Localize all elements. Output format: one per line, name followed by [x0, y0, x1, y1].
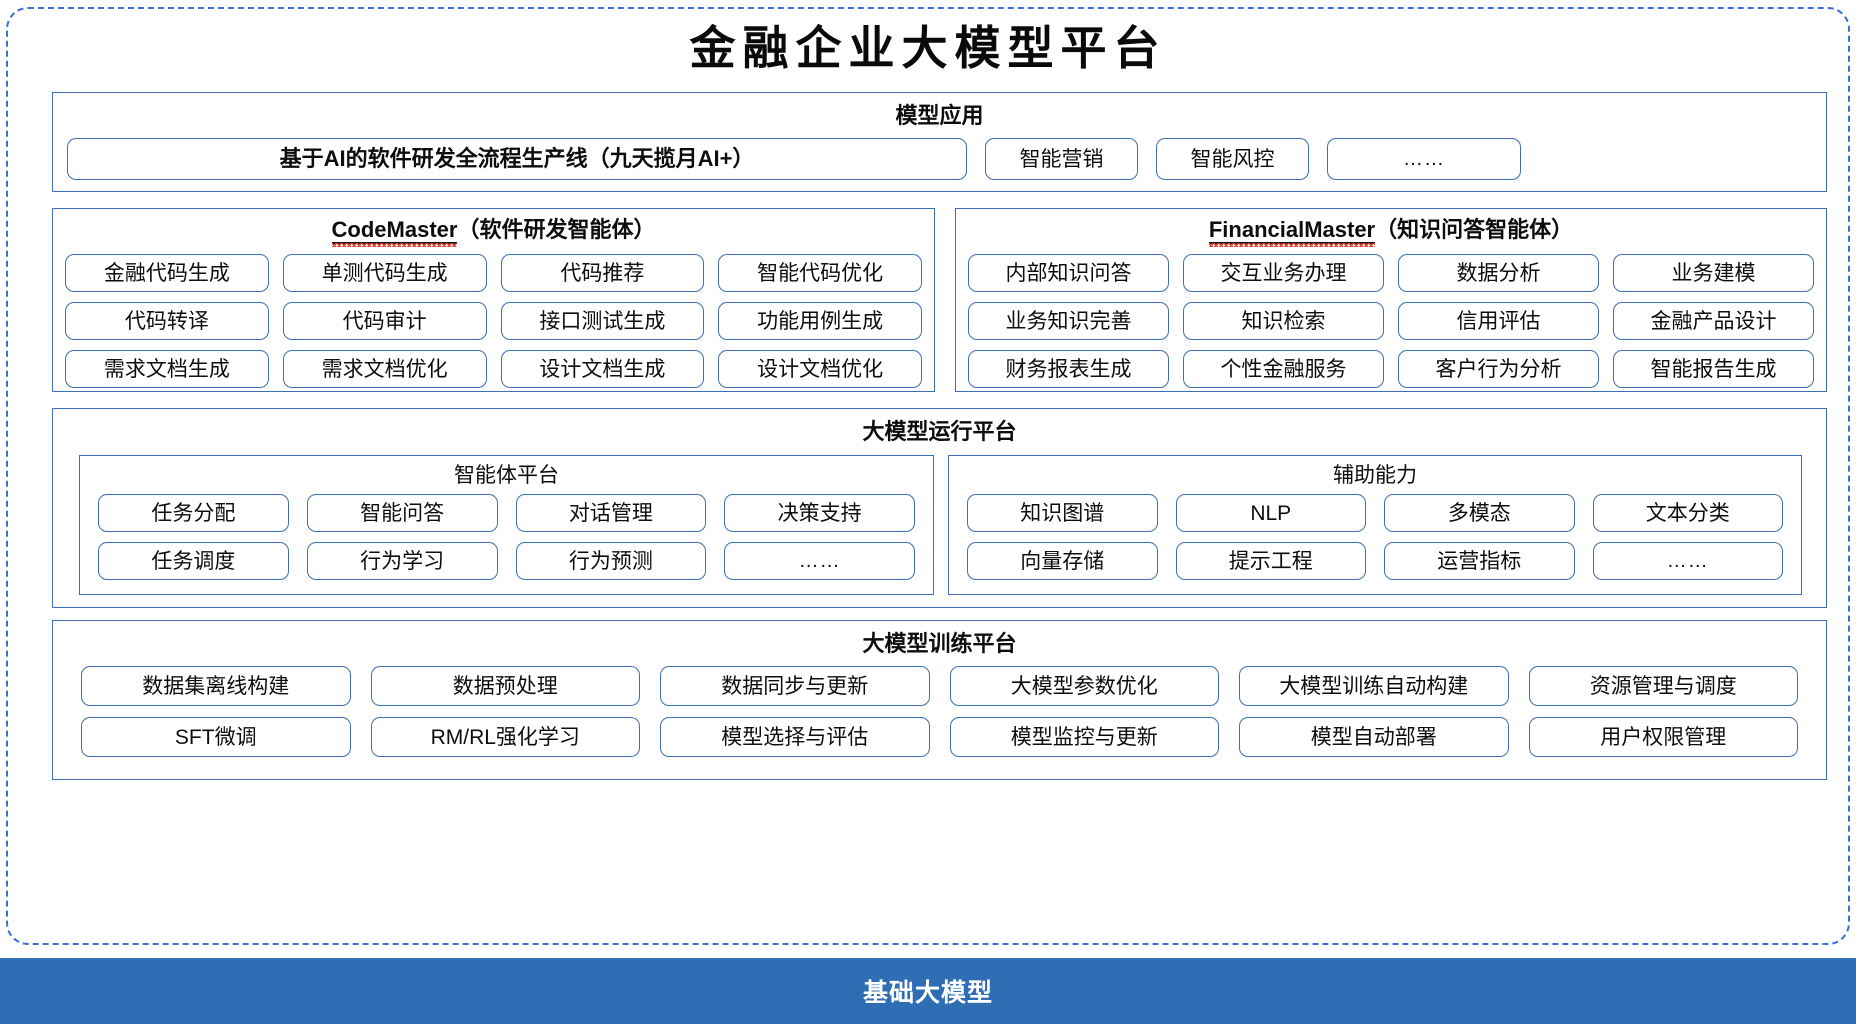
- chip-financial-master-3[interactable]: 业务建模: [1613, 254, 1814, 292]
- financial-master-grid: 内部知识问答 交互业务办理 数据分析 业务建模 业务知识完善 知识检索 信用评估…: [968, 254, 1814, 388]
- chip-agent-platform-2[interactable]: 对话管理: [515, 494, 707, 532]
- chip-training-5[interactable]: 资源管理与调度: [1528, 666, 1798, 706]
- chip-auxiliary-5[interactable]: 提示工程: [1175, 542, 1366, 580]
- chip-training-10[interactable]: 模型自动部署: [1239, 717, 1509, 757]
- chip-auxiliary-2[interactable]: 多模态: [1384, 494, 1575, 532]
- chip-training-7[interactable]: RM/RL强化学习: [370, 717, 640, 757]
- chip-financial-master-6[interactable]: 信用评估: [1398, 302, 1599, 340]
- subsection-title-auxiliary-capability: 辅助能力: [1333, 464, 1417, 487]
- financial-master-name: FinancialMaster: [1208, 217, 1376, 247]
- chip-financial-master-5[interactable]: 知识检索: [1183, 302, 1384, 340]
- chip-training-2[interactable]: 数据同步与更新: [660, 666, 930, 706]
- chip-agent-platform-5[interactable]: 行为学习: [306, 542, 498, 580]
- chip-financial-master-9[interactable]: 个性金融服务: [1183, 350, 1384, 388]
- chip-code-master-3[interactable]: 智能代码优化: [718, 254, 922, 292]
- section-title-model-application: 模型应用: [895, 103, 984, 128]
- subsection-auxiliary-capability: 辅助能力 知识图谱 NLP 多模态 文本分类 向量存储 提示工程 运营指标 ……: [948, 455, 1802, 595]
- code-master-suffix: （软件研发智能体）: [457, 217, 656, 242]
- chip-training-6[interactable]: SFT微调: [81, 717, 351, 757]
- chip-auxiliary-4[interactable]: 向量存储: [967, 542, 1158, 580]
- section-title-training-platform: 大模型训练平台: [862, 631, 1017, 656]
- chip-auxiliary-0[interactable]: 知识图谱: [967, 494, 1158, 532]
- chip-ai-software-pipeline[interactable]: 基于AI的软件研发全流程生产线（九天揽月AI+）: [67, 138, 967, 180]
- chip-agent-platform-1[interactable]: 智能问答: [306, 494, 498, 532]
- section-model-application: 模型应用 基于AI的软件研发全流程生产线（九天揽月AI+） 智能营销 智能风控 …: [52, 92, 1827, 192]
- chip-code-master-9[interactable]: 需求文档优化: [282, 350, 487, 388]
- ellipsis-label: ……: [798, 550, 841, 572]
- model-application-item-row: 基于AI的软件研发全流程生产线（九天揽月AI+） 智能营销 智能风控 ……: [67, 138, 1812, 180]
- chip-auxiliary-1[interactable]: NLP: [1175, 494, 1366, 532]
- chip-training-8[interactable]: 模型选择与评估: [660, 717, 930, 757]
- chip-code-master-8[interactable]: 需求文档生成: [65, 350, 269, 388]
- chip-financial-master-1[interactable]: 交互业务办理: [1183, 254, 1384, 292]
- chip-agent-platform-6[interactable]: 行为预测: [515, 542, 707, 580]
- section-title-financial-master: FinancialMaster（知识问答智能体）: [956, 217, 1826, 247]
- code-master-name: CodeMaster: [331, 217, 458, 247]
- chip-code-master-6[interactable]: 接口测试生成: [500, 302, 705, 340]
- chip-auxiliary-3[interactable]: 文本分类: [1592, 494, 1783, 532]
- section-title-code-master: CodeMaster（软件研发智能体）: [53, 217, 934, 247]
- chip-smart-marketing[interactable]: 智能营销: [985, 138, 1138, 180]
- chip-code-master-7[interactable]: 功能用例生成: [718, 302, 922, 340]
- subsection-title-agent-platform: 智能体平台: [454, 464, 559, 487]
- chip-smart-risk-control[interactable]: 智能风控: [1156, 138, 1309, 180]
- section-title-runtime-platform: 大模型运行平台: [862, 419, 1017, 444]
- chip-code-master-0[interactable]: 金融代码生成: [65, 254, 269, 292]
- section-financial-master: FinancialMaster（知识问答智能体） 内部知识问答 交互业务办理 数…: [955, 208, 1827, 392]
- chip-agent-platform-0[interactable]: 任务分配: [98, 494, 289, 532]
- agent-platform-grid: 任务分配 智能问答 对话管理 决策支持 任务调度 行为学习 行为预测 ……: [98, 494, 915, 580]
- chip-training-0[interactable]: 数据集离线构建: [81, 666, 351, 706]
- chip-code-master-4[interactable]: 代码转译: [65, 302, 269, 340]
- chip-financial-master-4[interactable]: 业务知识完善: [968, 302, 1169, 340]
- chip-training-4[interactable]: 大模型训练自动构建: [1239, 666, 1509, 706]
- section-runtime-platform: 大模型运行平台 智能体平台 任务分配 智能问答 对话管理 决策支持 任务调度 行…: [52, 408, 1827, 608]
- chip-agent-platform-4[interactable]: 任务调度: [98, 542, 289, 580]
- chip-training-3[interactable]: 大模型参数优化: [949, 666, 1219, 706]
- section-training-platform: 大模型训练平台 数据集离线构建 数据预处理 数据同步与更新 大模型参数优化 大模…: [52, 620, 1827, 780]
- chip-code-master-10[interactable]: 设计文档生成: [500, 350, 705, 388]
- chip-financial-master-11[interactable]: 智能报告生成: [1613, 350, 1814, 388]
- chip-training-11[interactable]: 用户权限管理: [1528, 717, 1798, 757]
- chip-financial-master-7[interactable]: 金融产品设计: [1613, 302, 1814, 340]
- chip-financial-master-8[interactable]: 财务报表生成: [968, 350, 1169, 388]
- chip-code-master-2[interactable]: 代码推荐: [500, 254, 705, 292]
- base-model-label: 基础大模型: [862, 979, 993, 1007]
- page-title: 金融企业大模型平台: [689, 21, 1167, 75]
- chip-training-9[interactable]: 模型监控与更新: [949, 717, 1219, 757]
- chip-auxiliary-6[interactable]: 运营指标: [1384, 542, 1575, 580]
- chip-agent-platform-3[interactable]: 决策支持: [724, 494, 915, 532]
- auxiliary-capability-grid: 知识图谱 NLP 多模态 文本分类 向量存储 提示工程 运营指标 ……: [967, 494, 1783, 580]
- chip-agent-platform-more[interactable]: ……: [724, 542, 915, 580]
- financial-master-suffix: （知识问答智能体）: [1375, 217, 1574, 242]
- training-platform-grid: 数据集离线构建 数据预处理 数据同步与更新 大模型参数优化 大模型训练自动构建 …: [81, 666, 1798, 757]
- chip-financial-master-10[interactable]: 客户行为分析: [1398, 350, 1599, 388]
- section-code-master: CodeMaster（软件研发智能体） 金融代码生成 单测代码生成 代码推荐 智…: [52, 208, 935, 392]
- subsection-agent-platform: 智能体平台 任务分配 智能问答 对话管理 决策支持 任务调度 行为学习 行为预测…: [79, 455, 934, 595]
- chip-code-master-5[interactable]: 代码审计: [282, 302, 487, 340]
- chip-code-master-1[interactable]: 单测代码生成: [282, 254, 487, 292]
- ellipsis-label: ……: [1403, 148, 1445, 170]
- base-model-bar: 基础大模型: [0, 958, 1856, 1024]
- code-master-grid: 金融代码生成 单测代码生成 代码推荐 智能代码优化 代码转译 代码审计 接口测试…: [65, 254, 922, 388]
- chip-model-application-more[interactable]: ……: [1327, 138, 1521, 180]
- chip-code-master-11[interactable]: 设计文档优化: [718, 350, 922, 388]
- chip-auxiliary-more[interactable]: ……: [1592, 542, 1783, 580]
- chip-financial-master-0[interactable]: 内部知识问答: [968, 254, 1169, 292]
- chip-training-1[interactable]: 数据预处理: [370, 666, 640, 706]
- ellipsis-label: ……: [1666, 550, 1709, 572]
- chip-financial-master-2[interactable]: 数据分析: [1398, 254, 1599, 292]
